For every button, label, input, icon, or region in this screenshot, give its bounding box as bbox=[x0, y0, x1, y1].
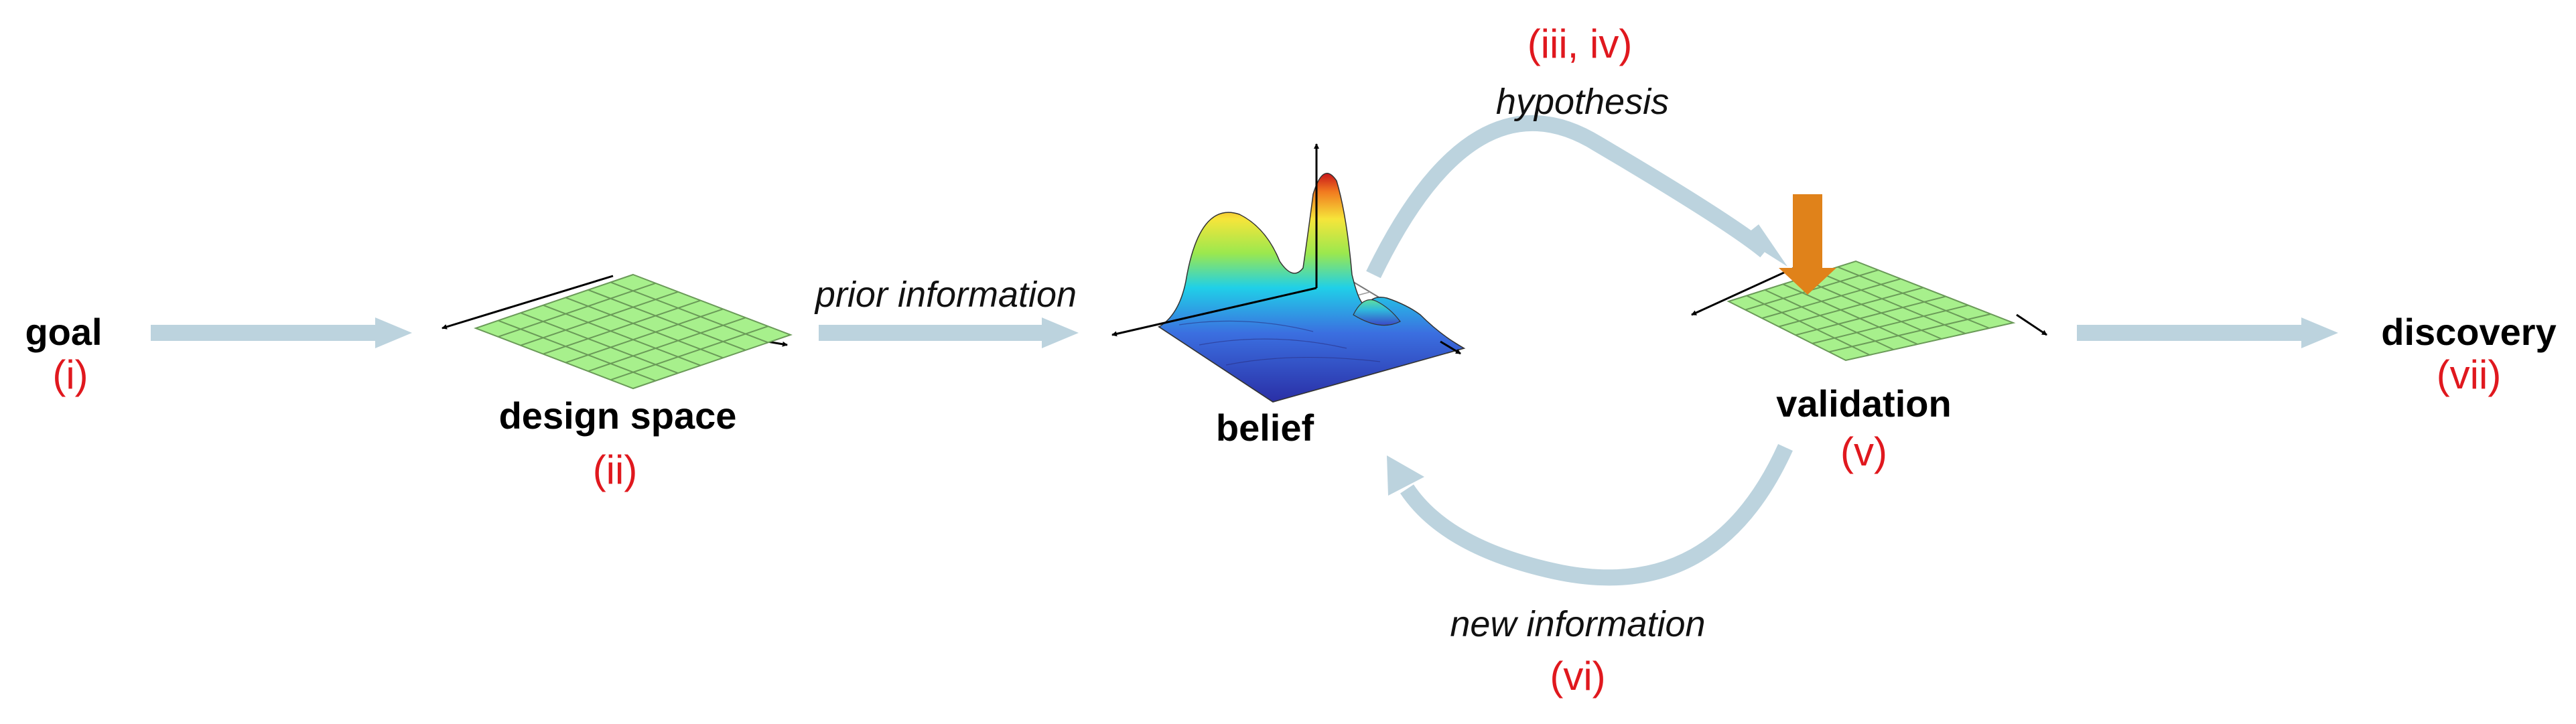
grid-line bbox=[610, 325, 768, 381]
grid-line bbox=[1812, 304, 1969, 344]
belief-surface-icon bbox=[1111, 143, 1466, 403]
grid-line bbox=[588, 289, 746, 351]
grid-line bbox=[1764, 289, 1894, 350]
hypothesis-label: hypothesis bbox=[1496, 82, 1669, 122]
grid-line bbox=[1828, 313, 1991, 353]
arrow-validation-to-discovery bbox=[2077, 317, 2338, 348]
arrow-hypothesis-loop bbox=[1366, 115, 1787, 279]
grid-line bbox=[1837, 266, 1990, 329]
grid-line bbox=[1801, 277, 1942, 340]
grid-line bbox=[1746, 295, 1871, 356]
grid-line bbox=[1761, 278, 1901, 319]
grid-line bbox=[610, 281, 768, 344]
design-space-step: (ii) bbox=[593, 447, 638, 492]
grid-line bbox=[588, 317, 746, 372]
grid-line bbox=[565, 297, 724, 359]
design-space-grid bbox=[442, 273, 793, 390]
belief-label: belief bbox=[1216, 407, 1314, 449]
hypothesis-step: (iii, iv) bbox=[1528, 21, 1633, 66]
grid-line bbox=[1783, 283, 1918, 345]
grid-line bbox=[498, 319, 656, 382]
discovery-step: (vii) bbox=[2437, 352, 2502, 397]
grid-line bbox=[1819, 272, 1966, 334]
arrow-design-space-to-belief bbox=[819, 317, 1079, 348]
goal-step: (i) bbox=[52, 352, 88, 397]
grid-line bbox=[498, 282, 656, 338]
validation-grid bbox=[1691, 260, 2047, 362]
grid-line bbox=[520, 291, 679, 346]
grid-line bbox=[565, 308, 724, 364]
grid-line bbox=[1795, 295, 1946, 336]
discovery-label: discovery bbox=[2381, 311, 2557, 353]
grid-line bbox=[543, 304, 701, 366]
grid-line bbox=[543, 299, 701, 355]
grid-line bbox=[520, 312, 679, 374]
down-arrow-marker-icon bbox=[1779, 194, 1836, 295]
prior-information-label: prior information bbox=[814, 275, 1077, 315]
grid-line bbox=[1778, 287, 1923, 328]
arrow-new-information-loop bbox=[1387, 444, 1793, 586]
new-information-label: new information bbox=[1450, 604, 1705, 644]
new-information-step: (vi) bbox=[1550, 654, 1605, 699]
validation-label: validation bbox=[1776, 382, 1951, 425]
goal-label: goal bbox=[25, 311, 102, 353]
arrow-goal-to-design-space bbox=[151, 317, 412, 348]
validation-step: (v) bbox=[1840, 429, 1887, 474]
design-space-label: design space bbox=[499, 394, 737, 437]
